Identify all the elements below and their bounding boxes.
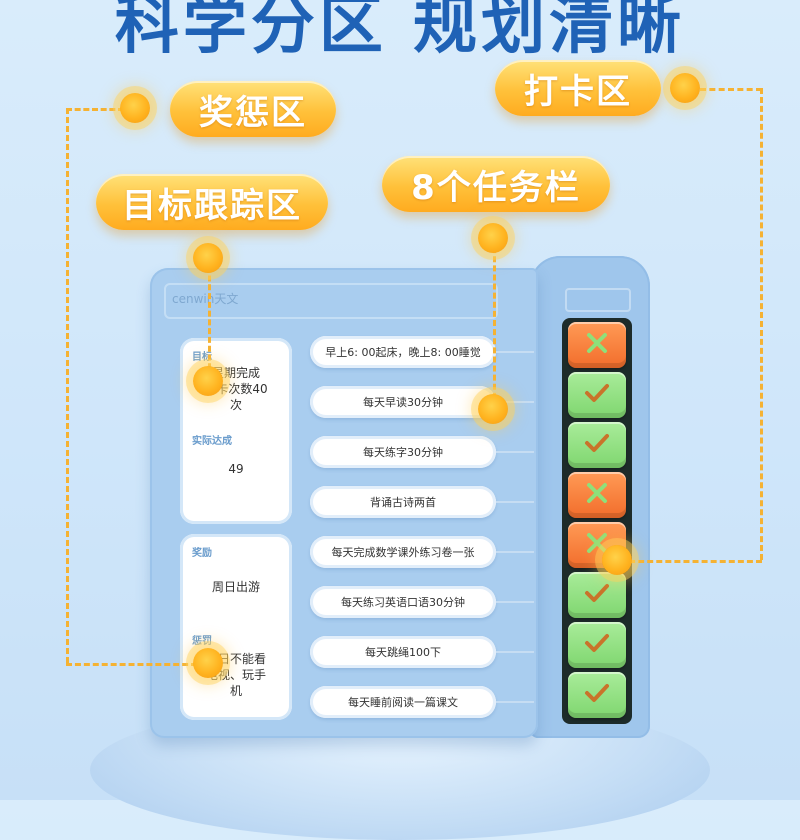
highlight-dot	[193, 648, 223, 678]
reward-label: 奖励	[192, 548, 212, 559]
checkin-check-button[interactable]	[568, 622, 626, 668]
task-row[interactable]: 每天练习英语口语30分钟	[310, 586, 496, 618]
goal-text-line3: 次	[229, 398, 242, 412]
highlight-dot	[193, 366, 223, 396]
task-row[interactable]: 每天完成数学课外练习卷一张	[310, 536, 496, 568]
task-guide-line	[496, 601, 534, 603]
highlight-dot	[670, 73, 700, 103]
task-guide-line	[496, 451, 534, 453]
callout-reward-zone: 奖惩区	[170, 81, 336, 137]
callout-goal-zone: 目标跟踪区	[96, 174, 328, 230]
task-guide-line	[496, 701, 534, 703]
task-guide-line	[496, 551, 534, 553]
punish-line2: 电视、玩手	[205, 668, 266, 682]
guide-line	[66, 108, 69, 663]
checkmark-icon	[583, 581, 611, 609]
headline-title: 科学分区 规划清晰	[114, 0, 686, 63]
guide-line	[760, 88, 763, 560]
checkin-check-button[interactable]	[568, 372, 626, 418]
task-row[interactable]: 每天早读30分钟	[310, 386, 496, 418]
callout-checkin-zone: 打卡区	[495, 60, 661, 116]
goal-label: 目标	[192, 352, 212, 363]
task-guide-line	[496, 401, 534, 403]
checkmark-icon	[583, 431, 611, 459]
reward-text: 周日出游	[211, 580, 260, 594]
checkin-cross-button[interactable]	[568, 322, 626, 368]
checkin-check-button[interactable]	[568, 672, 626, 718]
cross-icon	[583, 331, 611, 359]
highlight-dot	[478, 394, 508, 424]
guide-line	[66, 108, 124, 111]
brand-logo: cenwin天文	[172, 292, 239, 306]
punish-label: 惩罚	[192, 636, 212, 647]
highlight-dot	[602, 545, 632, 575]
guide-line	[493, 238, 496, 408]
task-guide-line	[496, 651, 534, 653]
checkmark-icon	[583, 381, 611, 409]
guide-line	[700, 88, 762, 91]
checkin-top-slot	[565, 288, 631, 312]
guide-line	[620, 560, 762, 563]
goal-card: 目标 星期完成 打卡次数40 次 实际达成 49	[180, 338, 292, 524]
actual-label: 实际达成	[192, 436, 232, 447]
highlight-dot	[478, 223, 508, 253]
cross-icon	[583, 481, 611, 509]
task-row[interactable]: 早上6: 00起床，晚上8: 00睡觉	[310, 336, 496, 368]
checkin-check-button[interactable]	[568, 422, 626, 468]
reward-card: 奖励 周日出游 惩罚 周日不能看 电视、玩手 机	[180, 534, 292, 720]
guide-line	[208, 258, 211, 378]
task-row[interactable]: 背诵古诗两首	[310, 486, 496, 518]
highlight-dot	[120, 93, 150, 123]
checkmark-icon	[583, 681, 611, 709]
checkmark-icon	[583, 631, 611, 659]
task-guide-line	[496, 351, 534, 353]
callout-tasks-zone: 8个任务栏	[382, 156, 610, 212]
task-guide-line	[496, 501, 534, 503]
task-row[interactable]: 每天睡前阅读一篇课文	[310, 686, 496, 718]
highlight-dot	[193, 243, 223, 273]
task-row[interactable]: 每天练字30分钟	[310, 436, 496, 468]
actual-value: 49	[228, 462, 244, 476]
punish-line3: 机	[229, 684, 242, 698]
task-row[interactable]: 每天跳绳100下	[310, 636, 496, 668]
goal-text-line1: 星期完成	[211, 366, 260, 380]
checkin-cross-button[interactable]	[568, 472, 626, 518]
checkin-check-button[interactable]	[568, 572, 626, 618]
guide-line	[66, 663, 206, 666]
cross-icon	[583, 531, 611, 559]
board-top-strip	[164, 283, 498, 319]
